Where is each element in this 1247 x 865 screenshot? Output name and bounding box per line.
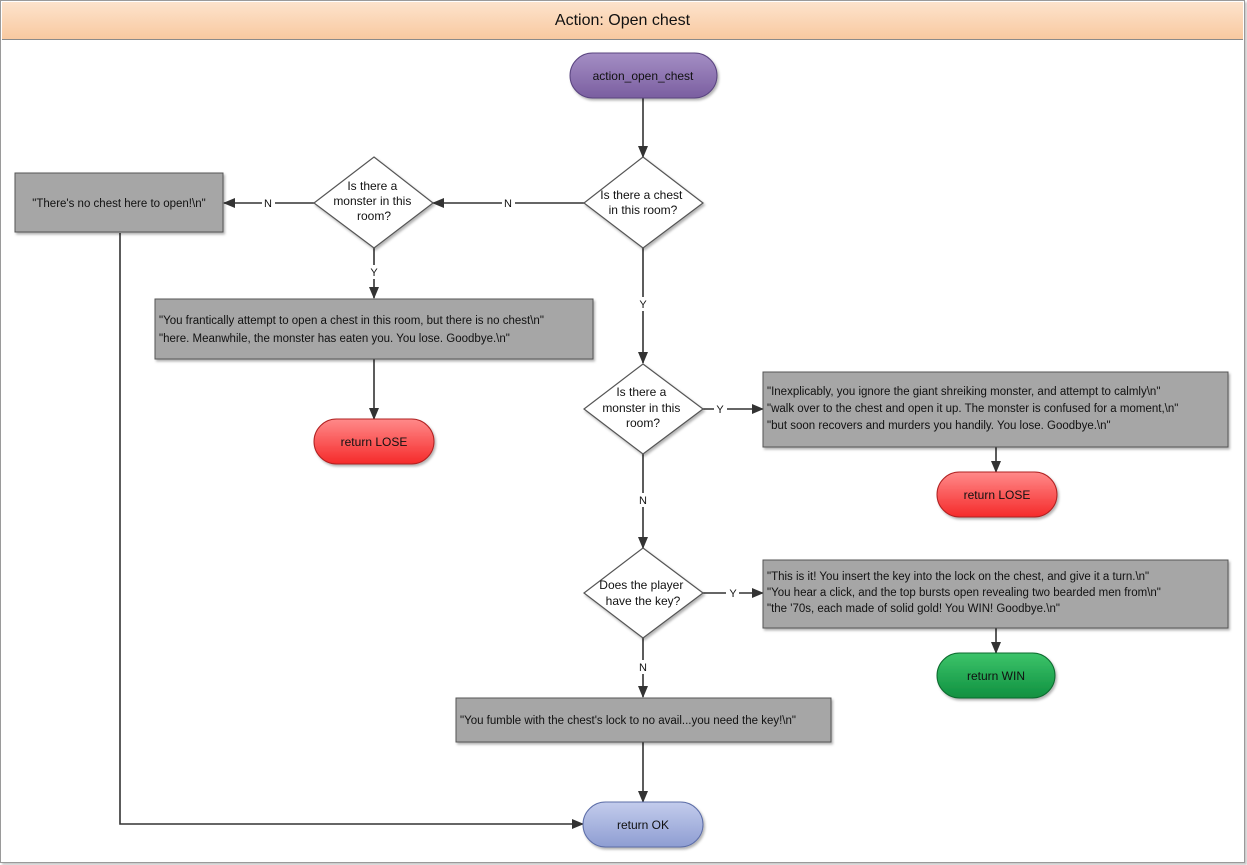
decision-key-line-1: Does the player [599, 578, 683, 592]
connectors [119, 98, 1001, 829]
edge-label-chest-no: N [504, 198, 512, 210]
process-win-message: "This is it! You insert the key into the… [762, 559, 1229, 629]
decision-monster1-line-1: Is there a [347, 179, 397, 193]
diagram-title: Action: Open chest [2, 2, 1243, 40]
decision-chest-line-2: in this room? [609, 203, 678, 217]
decision-monster1-line-3: room? [357, 209, 391, 223]
decision-key-line-2: have the key? [606, 594, 681, 608]
win-msg-line-2: "You hear a click, and the top bursts op… [767, 587, 1161, 599]
node-start-label: action_open_chest [593, 69, 694, 83]
edge-label-chest-yes: Y [639, 299, 647, 311]
decision-monster-no-chest: Is there a monster in this room? [313, 156, 434, 249]
edge-labels: N N Y Y Y N Y N [262, 196, 739, 674]
decision-chest-in-room: Is there a chest in this room? [583, 156, 704, 249]
decision-monster2-line-1: Is there a [616, 385, 666, 399]
node-start: action_open_chest [569, 52, 718, 99]
win-msg-line-3: "the '70s, each made of solid gold! You … [767, 603, 1060, 615]
node-return-ok: return OK [582, 801, 704, 848]
inexplicably-line-3: "but soon recovers and murders you handi… [767, 420, 1111, 432]
process-frantic-message: "You frantically attempt to open a chest… [154, 298, 594, 360]
svg-text:Is there a monster in th: Is there a monster in this room? [602, 385, 683, 430]
inexplicably-line-1: "Inexplicably, you ignore the giant shre… [767, 386, 1160, 398]
frantic-line-2: "here. Meanwhile, the monster has eaten … [159, 333, 510, 345]
node-return-win: return WIN [936, 652, 1056, 699]
node-return-lose-1: return LOSE [313, 418, 435, 465]
fumble-message-text: "You fumble with the chest's lock to no … [460, 715, 796, 727]
win-label: return WIN [967, 669, 1025, 683]
svg-text:Does the player have the: Does the player have the key? [599, 578, 686, 608]
edge-label-monster2-yes: Y [716, 404, 724, 416]
edge-label-key-no: N [639, 662, 647, 674]
decision-monster1-line-2: monster in this [333, 194, 411, 208]
svg-text:"Inexplicably, you ignore the: "Inexplicably, you ignore the giant shre… [767, 386, 1182, 432]
svg-text:"You frantically attempt to op: "You frantically attempt to open a chest… [159, 315, 547, 345]
svg-text:Is there a chest in this: Is there a chest in this room? [600, 188, 685, 217]
edge-no-chest-to-ok [119, 233, 584, 829]
win-msg-line-1: "This is it! You insert the key into the… [767, 571, 1149, 583]
inexplicably-line-2: "walk over to the chest and open it up. … [767, 403, 1178, 415]
no-chest-message-text: "There's no chest here to open!\n" [32, 198, 205, 210]
frantic-line-1: "You frantically attempt to open a chest… [159, 315, 544, 327]
edge-label-monster1-no: N [264, 198, 272, 210]
svg-text:Is there a monster in th: Is there a monster in this room? [333, 179, 414, 223]
node-return-lose-2: return LOSE [936, 471, 1058, 518]
edge-label-key-yes: Y [729, 588, 737, 600]
process-inexplicably-message: "Inexplicably, you ignore the giant shre… [762, 371, 1229, 448]
svg-text:"This is it! You insert the ke: "This is it! You insert the key into the… [767, 571, 1164, 615]
decision-has-key: Does the player have the key? [583, 547, 704, 639]
edge-label-monster1-yes: Y [370, 267, 378, 279]
edge-label-monster2-no: N [639, 495, 647, 507]
decision-monster-with-chest: Is there a monster in this room? [583, 363, 704, 455]
ok-label: return OK [617, 818, 669, 832]
decision-chest-line-1: Is there a chest [600, 188, 683, 202]
process-no-chest-message: "There's no chest here to open!\n" [14, 172, 224, 233]
process-fumble-message: "You fumble with the chest's lock to no … [455, 697, 832, 743]
lose-1-label: return LOSE [341, 435, 408, 449]
decision-monster2-line-3: room? [626, 416, 660, 430]
decision-monster2-line-2: monster in this [602, 401, 680, 415]
lose-2-label: return LOSE [964, 488, 1031, 502]
